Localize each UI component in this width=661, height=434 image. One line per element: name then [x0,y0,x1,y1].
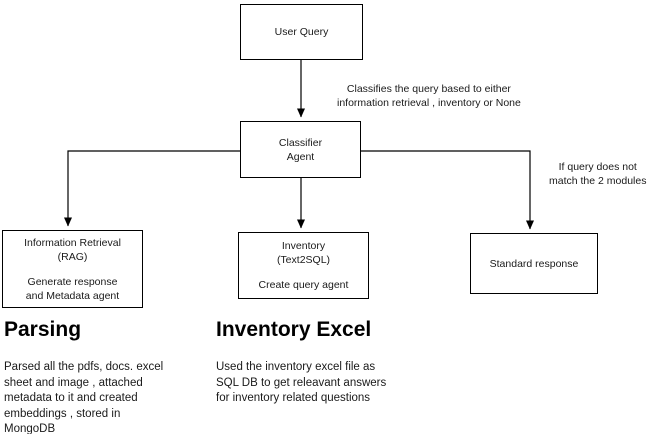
node-information-retrieval-label-line2: (RAG) [57,250,88,263]
node-classifier-agent-label-line1: Classifier [278,136,323,149]
node-classifier-agent-label-line2: Agent [286,150,315,163]
node-user-query-label: User Query [274,26,329,38]
edge-classifier-to-standard-response [361,150,534,230]
node-inventory-label-line1: Inventory [281,240,326,252]
section-body-parsing-line5: MongoDB [4,423,56,434]
node-information-retrieval-label-line1: Information Retrieval [24,236,121,249]
node-inventory-label-line2: (Text2SQL) [276,254,331,266]
section-body-inventory-excel: Used the inventory excel file as SQL DB … [216,360,426,407]
section-body-parsing-line3: metadata to it and created [4,392,138,404]
section-body-parsing-line4: embeddings , stored in [4,407,121,420]
node-information-retrieval[interactable]: Information Retrieval (RAG) Generate res… [2,230,143,308]
edge-label-classify: Classifies the query based to either inf… [337,82,521,110]
section-heading-inventory-excel: Inventory Excel [216,318,372,341]
section-body-inventory-excel-line2: SQL DB to get releavant answers [216,376,387,389]
section-body-parsing: Parsed all the pdfs, docs. excel sheet a… [4,360,204,434]
node-standard-response[interactable]: Standard response [470,233,598,294]
node-inventory-label-line3: Create query agent [258,279,349,291]
section-body-parsing-line1: Parsed all the pdfs, docs. excel [4,361,164,373]
edge-label-classify-line2: information retrieval , inventory or Non… [337,97,521,109]
section-body-inventory-excel-line1: Used the inventory excel file as [216,361,376,373]
edge-label-no-match-line2: match the 2 modules [549,175,647,187]
edge-label-no-match-line1: If query does not [558,161,637,173]
node-information-retrieval-label-line4: and Metadata agent [25,289,120,302]
node-information-retrieval-label-line3: Generate response [27,275,118,288]
node-inventory[interactable]: Inventory (Text2SQL) Create query agent [238,232,369,299]
node-standard-response-label: Standard response [489,257,579,270]
section-body-inventory-excel-line3: for inventory related questions [216,392,371,404]
node-classifier-agent[interactable]: Classifier Agent [240,121,361,178]
section-body-parsing-line2: sheet and image , attached [4,376,143,389]
node-user-query[interactable]: User Query [240,4,363,60]
edge-label-classify-line1: Classifies the query based to either [346,83,511,95]
edge-label-no-match: If query does not match the 2 modules [549,160,646,188]
edge-classifier-to-information-retrieval [64,150,240,227]
section-heading-parsing: Parsing [4,318,82,341]
